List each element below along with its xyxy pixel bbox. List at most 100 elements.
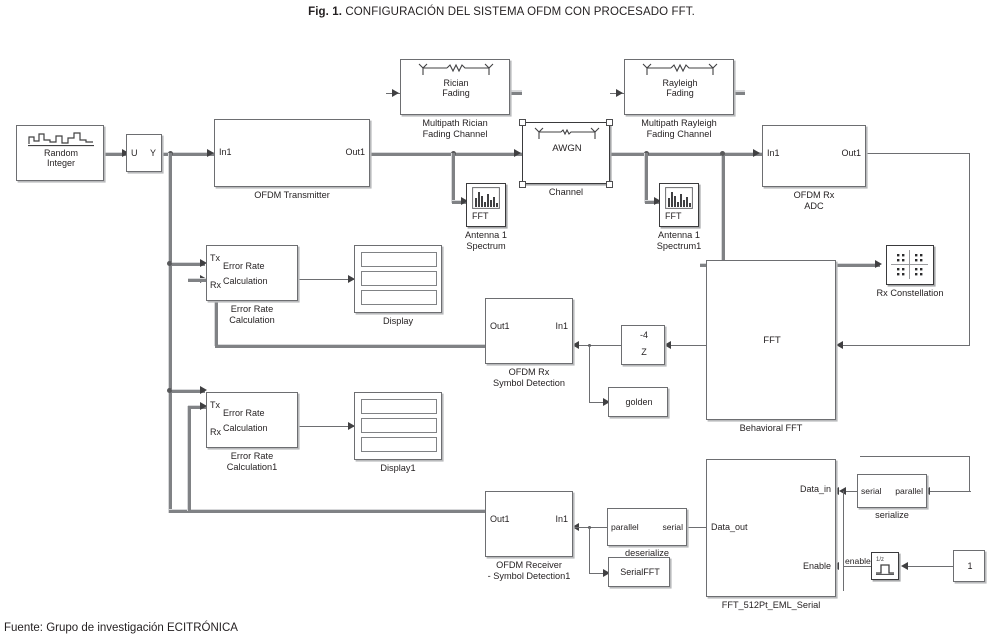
constellation-icon bbox=[891, 250, 928, 279]
arrow-behavioral-fft-in bbox=[836, 340, 843, 349]
block-fft-512pt-eml-serial[interactable]: Data_in Data_out Enable bbox=[706, 459, 836, 597]
display-row bbox=[361, 418, 437, 433]
behavioral-fft-caption: Behavioral FFT bbox=[739, 423, 803, 433]
staircase-waveform-icon bbox=[28, 132, 94, 147]
behavioral-fft-label: FFT bbox=[763, 335, 781, 346]
wire-randint-to-uy bbox=[104, 151, 126, 157]
block-serialfft[interactable]: SerialFFT bbox=[608, 557, 670, 587]
wire-serialize-parallel-up bbox=[969, 456, 971, 492]
rayleigh-fading-label: Rayleigh Fading bbox=[662, 78, 698, 98]
golden-label: golden bbox=[625, 397, 653, 407]
block-behavioral-fft[interactable]: FFT bbox=[706, 260, 836, 420]
wire-tx-down-spectrum bbox=[450, 153, 456, 203]
diagram-canvas: Random Integer U Y In1 Out1 OFDM Transmi… bbox=[0, 26, 1003, 616]
delay-denominator: Z bbox=[641, 347, 647, 357]
block-rx-constellation[interactable] bbox=[886, 245, 934, 285]
block-serialize[interactable]: serial parallel bbox=[857, 474, 927, 508]
block-random-integer[interactable]: Random Integer bbox=[16, 125, 104, 181]
wire-serialize-top-run bbox=[860, 456, 970, 458]
spectrum-icon bbox=[472, 187, 500, 209]
arrow-txin bbox=[207, 148, 214, 157]
block-error-rate-calculation1[interactable]: Tx Rx Error Rate Calculation bbox=[206, 392, 298, 448]
wire-serialize-parallel-in bbox=[927, 491, 971, 493]
display-row bbox=[361, 437, 437, 452]
arrow-display-in bbox=[348, 274, 355, 283]
figure-title-text: CONFIGURACIÓN DEL SISTEMA OFDM CON PROCE… bbox=[345, 6, 695, 18]
selection-handle-tl[interactable] bbox=[519, 119, 526, 126]
display-row bbox=[361, 271, 437, 286]
display-row bbox=[361, 290, 437, 305]
fft512-port-enable: Enable bbox=[802, 561, 831, 571]
wire-rxadc-down bbox=[969, 153, 971, 346]
antenna1-spectrum1-fft-label: FFT bbox=[665, 211, 682, 221]
block-deserialize[interactable]: parallel serial bbox=[607, 508, 687, 546]
block-rician-fading[interactable]: Rician Fading bbox=[400, 59, 510, 115]
block-ofdm-rx-adc[interactable]: In1 Out1 bbox=[762, 125, 866, 187]
display-row bbox=[361, 399, 437, 414]
wire-erc-to-display bbox=[298, 279, 354, 281]
wire-delay-to-symdet bbox=[576, 345, 646, 347]
block-constant-one[interactable]: 1 bbox=[953, 550, 985, 582]
delay-numerator: -4 bbox=[639, 330, 648, 340]
block-enable-pulse[interactable]: 1/z bbox=[871, 552, 899, 580]
arrow-golden-in bbox=[603, 397, 610, 406]
antenna-link-icon bbox=[642, 63, 718, 75]
antenna-link-icon bbox=[534, 127, 600, 139]
block-uy[interactable]: U Y bbox=[126, 134, 162, 172]
symdet-port-in1: In1 bbox=[555, 321, 568, 331]
wire-erc-rx-in bbox=[188, 277, 216, 283]
receiver-port-out1: Out1 bbox=[490, 514, 510, 524]
rayleigh-fading-caption: Multipath Rayleigh Fading Channel bbox=[641, 118, 717, 139]
block-rayleigh-fading[interactable]: Rayleigh Fading bbox=[624, 59, 734, 115]
block-error-rate-calculation[interactable]: Tx Rx Error Rate Calculation bbox=[206, 245, 298, 301]
arrow-rician-in bbox=[392, 88, 399, 97]
erc-body-label: Error Rate Calculation bbox=[223, 261, 268, 286]
wire-receiver-up bbox=[186, 406, 192, 511]
arrow-pulse-in bbox=[901, 561, 908, 570]
ofdm-receiver-caption: OFDM Receiver - Symbol Detection1 bbox=[487, 560, 571, 581]
arrow-symdet-in bbox=[572, 340, 579, 349]
awgn-caption: Channel bbox=[548, 187, 584, 197]
block-ofdm-transmitter[interactable]: In1 Out1 bbox=[214, 119, 370, 187]
wire-to-serialfft bbox=[589, 573, 607, 575]
source-note: Fuente: Grupo de investigación ECITRÓNIC… bbox=[4, 622, 238, 634]
block-awgn-channel[interactable]: AWGN bbox=[522, 122, 610, 184]
erc1-port-rx: Rx bbox=[210, 427, 221, 437]
wire-receiver-in-run bbox=[572, 527, 590, 529]
block-delay-z4[interactable]: -4 Z bbox=[621, 325, 665, 365]
wire-erc1-to-display1 bbox=[298, 426, 354, 428]
wire-to-golden bbox=[589, 402, 607, 404]
arrow-erc1-tx bbox=[200, 385, 207, 394]
figure-title: Fig. 1. CONFIGURACIÓN DEL SISTEMA OFDM C… bbox=[0, 6, 1003, 18]
block-antenna1-spectrum1[interactable]: FFT bbox=[659, 183, 699, 227]
svg-text:1/z: 1/z bbox=[876, 557, 884, 563]
block-display1[interactable] bbox=[354, 392, 442, 460]
awgn-label: AWGN bbox=[552, 143, 582, 154]
block-ofdm-receiver-symbol-detection1[interactable]: Out1 In1 bbox=[485, 491, 573, 557]
block-antenna1-spectrum[interactable]: FFT bbox=[466, 183, 506, 227]
symdet-port-out1: Out1 bbox=[490, 321, 510, 331]
rician-fading-caption: Multipath Rician Fading Channel bbox=[422, 118, 488, 139]
block-ofdm-rx-symbol-detection[interactable]: Out1 In1 bbox=[485, 298, 573, 364]
deserialize-caption: deserialize bbox=[625, 548, 669, 558]
display-row bbox=[361, 252, 437, 267]
arrow-awgn-in bbox=[514, 148, 521, 157]
block-golden[interactable]: golden bbox=[608, 387, 668, 417]
spectrum-icon bbox=[665, 187, 693, 209]
wire-awgn-to-rxadc bbox=[610, 151, 762, 157]
receiver-port-in1: In1 bbox=[555, 514, 568, 524]
serialize-port-serial: serial bbox=[861, 486, 882, 496]
wire-pulse-to-enable bbox=[843, 566, 871, 568]
error-rate-calculation-caption: Error Rate Calculation bbox=[229, 304, 275, 325]
serialize-caption: serialize bbox=[875, 510, 909, 520]
selection-handle-bl[interactable] bbox=[519, 181, 526, 188]
wire-symdet-out-left bbox=[215, 343, 485, 349]
ofdm-rx-adc-port-in1: In1 bbox=[767, 148, 780, 158]
ofdm-transmitter-caption: OFDM Transmitter bbox=[254, 190, 330, 200]
selection-handle-tr[interactable] bbox=[606, 119, 613, 126]
block-display[interactable] bbox=[354, 245, 442, 313]
ofdm-rx-adc-port-out1: Out1 bbox=[841, 148, 861, 158]
wire-rician-out bbox=[510, 90, 522, 95]
selection-handle-br[interactable] bbox=[606, 181, 613, 188]
wire-spectrum1-in bbox=[645, 199, 659, 205]
